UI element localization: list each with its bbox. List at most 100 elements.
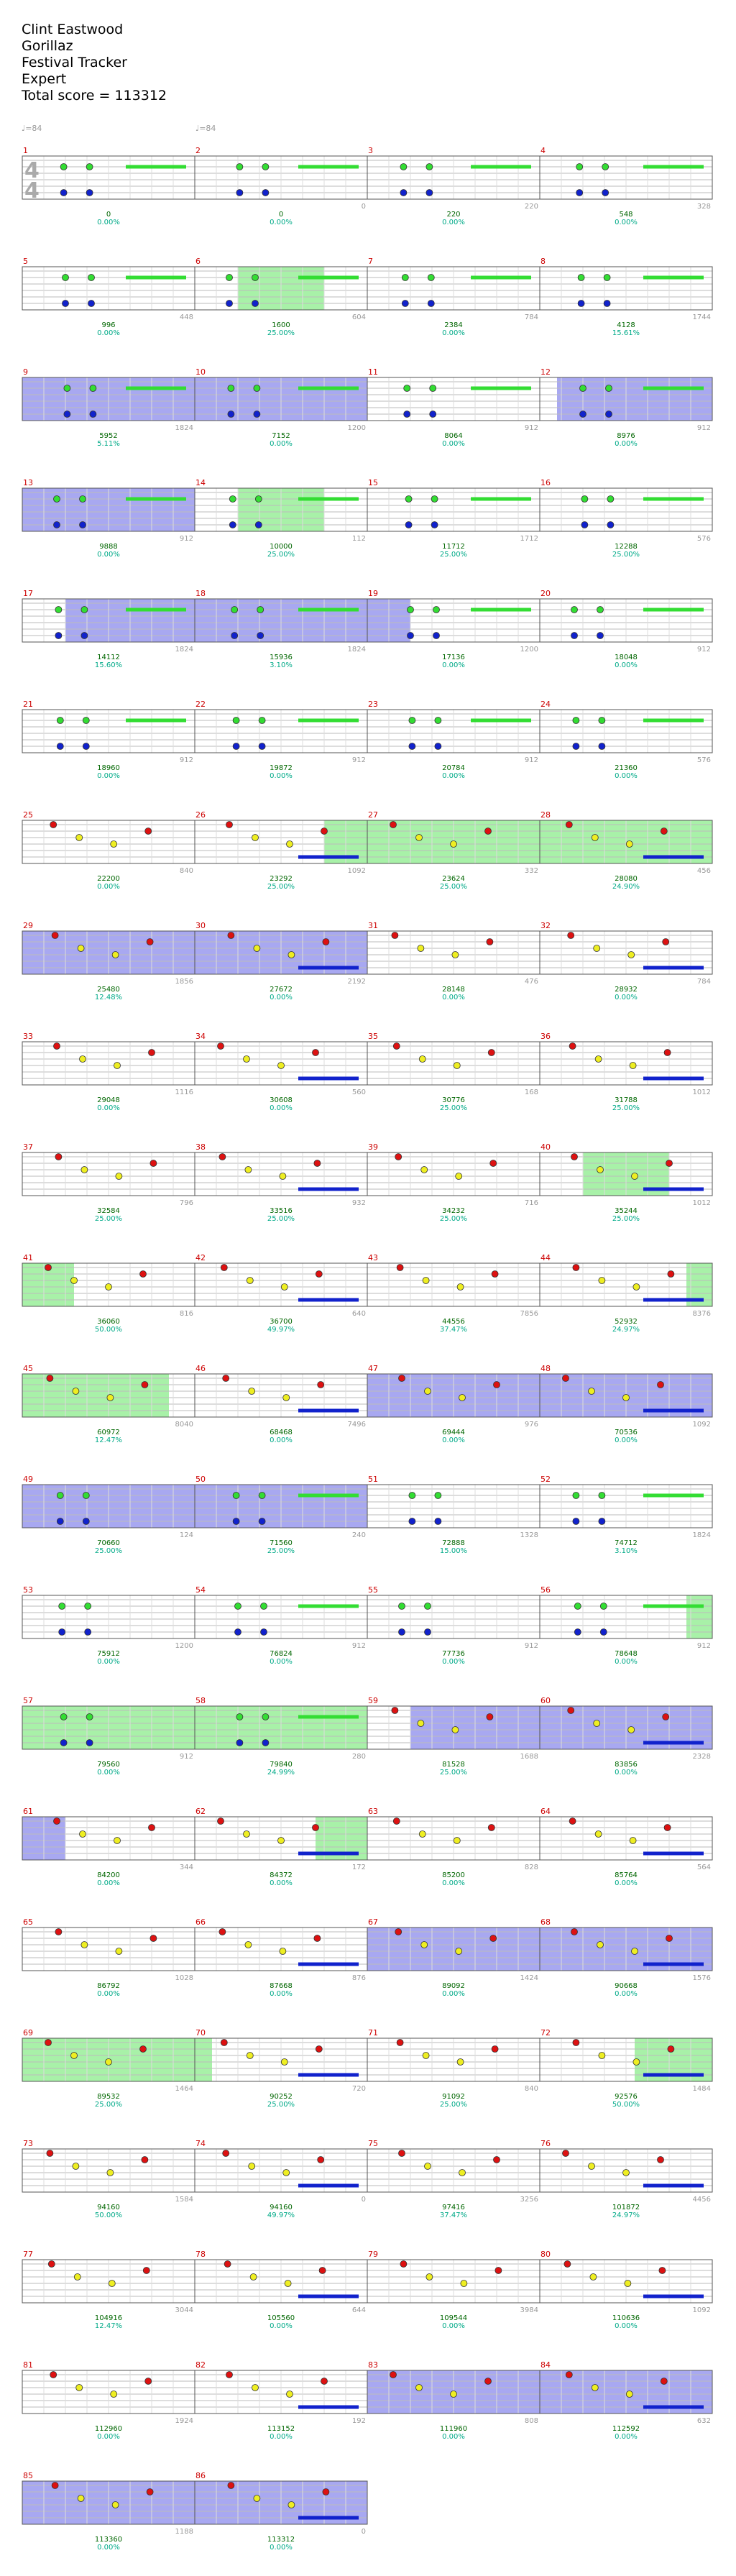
- cumulative-score: 17136: [442, 654, 465, 661]
- note-gem: [392, 1042, 400, 1050]
- measure-points: 716: [525, 1199, 538, 1207]
- measure-points: 576: [697, 756, 711, 764]
- overdrive-percent: 49.97%: [267, 1326, 295, 1334]
- overdrive-percent: 3.10%: [270, 661, 293, 669]
- sustain-bar: [643, 2183, 704, 2188]
- cumulative-score: 30608: [270, 1096, 293, 1104]
- note-gem: [80, 606, 88, 613]
- measure-points: 808: [525, 2417, 538, 2425]
- note-gem: [455, 1173, 463, 1180]
- measure-number: 2: [196, 146, 201, 155]
- measure-frame: [539, 1927, 713, 1971]
- note-gem: [77, 945, 85, 952]
- measure-number: 46: [196, 1364, 206, 1373]
- measure-points: 564: [697, 1864, 711, 1871]
- measure-points: 2192: [348, 978, 366, 986]
- measure-points: 840: [525, 2085, 538, 2093]
- note-gem: [56, 1518, 64, 1525]
- measure-number: 19: [368, 589, 378, 598]
- note-gem: [70, 1277, 78, 1284]
- note-gem: [562, 1375, 569, 1382]
- cumulative-score: 113312: [267, 2536, 295, 2544]
- measure-points: 912: [697, 424, 711, 432]
- sustain-bar: [643, 275, 704, 280]
- measure-points: 3044: [175, 2306, 193, 2314]
- tempo-marker: ♩=84: [22, 124, 42, 133]
- note-gem: [88, 300, 95, 307]
- sustain-bar: [471, 165, 531, 169]
- note-gem: [244, 1166, 252, 1173]
- note-gem: [597, 606, 604, 613]
- overdrive-range: [22, 1374, 169, 1417]
- cumulative-score: 75912: [97, 1650, 120, 1658]
- note-gem: [279, 1173, 287, 1180]
- cumulative-score: 109544: [440, 2314, 467, 2322]
- measure-number: 50: [196, 1475, 206, 1484]
- note-gem: [218, 1153, 226, 1160]
- sustain-bar: [298, 1715, 359, 1719]
- measure-number: 21: [23, 700, 33, 709]
- cumulative-score: 74712: [615, 1539, 638, 1547]
- note-gem: [593, 1720, 601, 1727]
- song-header: Clint Eastwood Gorillaz Festival Tracker…: [22, 22, 167, 104]
- measure-points: 1424: [520, 1974, 538, 1982]
- overdrive-percent: 0.00%: [270, 1658, 293, 1666]
- sustain-bar: [298, 1187, 359, 1191]
- overdrive-percent: 24.97%: [612, 2211, 640, 2219]
- note-gem: [581, 495, 589, 503]
- note-gem: [605, 385, 612, 392]
- overdrive-percent: 37.47%: [440, 1326, 467, 1334]
- note-gem: [459, 2169, 466, 2176]
- overdrive-percent: 0.00%: [442, 219, 465, 226]
- measure-frame: [539, 1595, 713, 1639]
- measure-number: 25: [23, 810, 33, 820]
- overdrive-percent: 0.00%: [270, 1104, 293, 1112]
- note-gem: [73, 2273, 81, 2281]
- measure-points: 976: [525, 1421, 538, 1429]
- note-gem: [424, 1628, 431, 1636]
- note-gem: [662, 938, 670, 945]
- note-gem: [574, 1603, 581, 1610]
- note-gem: [248, 1388, 256, 1395]
- sustain-bar: [643, 1851, 704, 1856]
- measure-points: 1092: [348, 867, 366, 875]
- measure-points: 576: [697, 535, 711, 543]
- cumulative-score: 86792: [97, 1982, 120, 1990]
- cumulative-score: 85200: [442, 1871, 465, 1879]
- measure-frame: [539, 1041, 713, 1086]
- sustain-bar: [643, 165, 704, 169]
- measure-number: 77: [23, 2250, 33, 2259]
- note-gem: [45, 2039, 52, 2046]
- note-gem: [450, 2391, 457, 2398]
- note-gem: [598, 2052, 606, 2059]
- overdrive-percent: 0.00%: [270, 440, 293, 448]
- note-gem: [252, 300, 259, 307]
- note-gem: [55, 1928, 63, 1935]
- overdrive-percent: 0.00%: [270, 2433, 293, 2441]
- measure-number: 33: [23, 1032, 33, 1041]
- note-gem: [598, 1492, 606, 1499]
- measure-points: 220: [525, 203, 538, 211]
- measure-points: 3984: [520, 2306, 538, 2314]
- note-gem: [390, 2371, 397, 2378]
- measure-points: 1200: [175, 1642, 193, 1650]
- measure-number: 53: [23, 1585, 33, 1595]
- measure-frame: [539, 930, 713, 975]
- sustain-bar: [643, 608, 704, 612]
- note-gem: [72, 1388, 80, 1395]
- measure-points: 4456: [693, 2196, 711, 2204]
- note-gem: [58, 1603, 66, 1610]
- sustain-bar: [126, 718, 186, 723]
- note-gem: [321, 828, 328, 835]
- cumulative-score: 548: [619, 211, 632, 219]
- cumulative-score: 72888: [442, 1539, 465, 1547]
- cumulative-score: 94160: [97, 2204, 120, 2211]
- note-gem: [260, 1628, 267, 1636]
- note-gem: [53, 1818, 60, 1825]
- note-gem: [262, 189, 270, 196]
- overdrive-percent: 0.00%: [615, 1990, 638, 1998]
- overdrive-percent: 0.00%: [97, 1658, 120, 1666]
- measure-points: 644: [352, 2306, 366, 2314]
- measure-points: 1200: [520, 646, 538, 654]
